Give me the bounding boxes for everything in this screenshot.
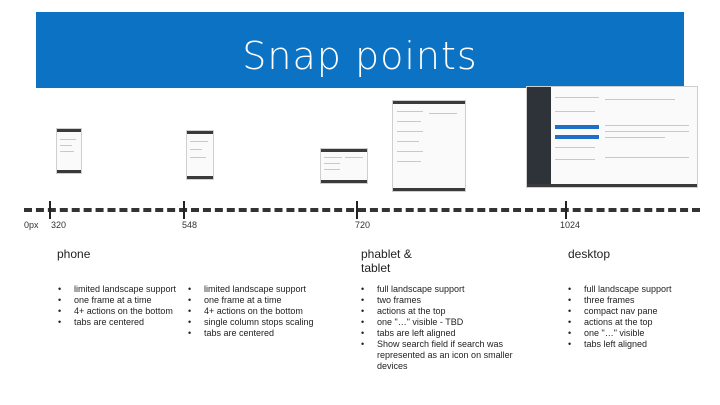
breakpoint-timeline <box>24 208 700 212</box>
desktop-heading: desktop <box>568 247 611 261</box>
list-item: 4+ actions on the bottom <box>188 306 348 317</box>
slide-title: Snap points <box>242 34 478 78</box>
tablet-screenshot-720 <box>392 100 466 192</box>
desktop-bullet-list: full landscape support three frames comp… <box>568 284 708 350</box>
tick-720 <box>356 201 358 219</box>
phone-screenshot-548 <box>186 130 214 180</box>
list-item: tabs are left aligned <box>361 328 531 339</box>
phone-screenshot-320 <box>56 128 82 174</box>
phone-bullet-list: limited landscape support one frame at a… <box>58 284 183 328</box>
desktop-screenshot-1024 <box>526 86 698 188</box>
tick-1024 <box>565 201 567 219</box>
list-item: Show search field if search was represen… <box>361 339 531 372</box>
tick-label-0px: 0px <box>24 220 39 230</box>
list-item: one frame at a time <box>58 295 183 306</box>
tick-label-548: 548 <box>182 220 198 230</box>
list-item: full landscape support <box>361 284 531 295</box>
list-item: actions at the top <box>568 317 708 328</box>
list-item: full landscape support <box>568 284 708 295</box>
list-item: single column stops scaling <box>188 317 348 328</box>
phone-large-bullet-list: limited landscape support one frame at a… <box>188 284 348 339</box>
phablet-tablet-heading: phablet & tablet <box>361 247 412 275</box>
list-item: limited landscape support <box>188 284 348 295</box>
phablet-tablet-bullet-list: full landscape support two frames action… <box>361 284 531 372</box>
tick-label-720: 720 <box>355 220 371 230</box>
list-item: actions at the top <box>361 306 531 317</box>
tick-label-1024: 1024 <box>560 220 581 230</box>
tick-label-320: 320 <box>51 220 67 230</box>
list-item: tabs are centered <box>58 317 183 328</box>
tablet-screenshot-small <box>320 148 368 184</box>
title-banner: Snap points <box>36 12 684 88</box>
list-item: tabs are centered <box>188 328 348 339</box>
list-item: one "…" visible - TBD <box>361 317 531 328</box>
list-item: compact nav pane <box>568 306 708 317</box>
list-item: one "…" visible <box>568 328 708 339</box>
list-item: one frame at a time <box>188 295 348 306</box>
tick-320 <box>49 201 51 219</box>
list-item: tabs left aligned <box>568 339 708 350</box>
list-item: two frames <box>361 295 531 306</box>
tick-548 <box>183 201 185 219</box>
phone-heading: phone <box>57 247 91 261</box>
list-item: three frames <box>568 295 708 306</box>
list-item: 4+ actions on the bottom <box>58 306 183 317</box>
list-item: limited landscape support <box>58 284 183 295</box>
